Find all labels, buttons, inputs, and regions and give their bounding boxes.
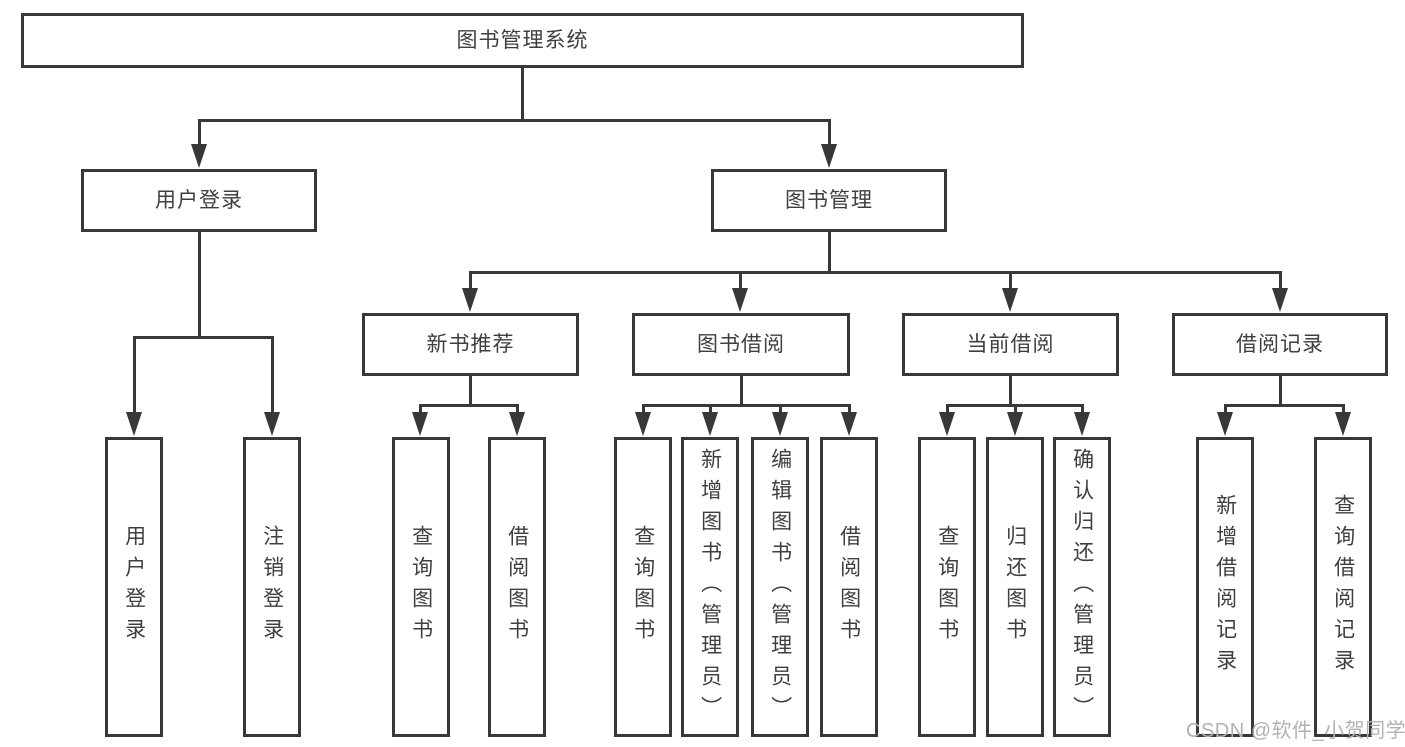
connector-arrowhead-icon <box>191 144 207 168</box>
connector-line <box>1224 404 1227 416</box>
connector-line <box>198 119 201 147</box>
connector-arrowhead-icon <box>412 412 428 436</box>
connector-line <box>739 271 742 291</box>
connector-line <box>419 404 518 407</box>
leaf-return-book: 归还图书 <box>986 437 1044 737</box>
connector-arrowhead-icon <box>732 288 748 312</box>
leaf-query-book-current: 查询图书 <box>918 437 976 737</box>
connector-line <box>521 66 524 120</box>
node-book-management: 图书管理 <box>711 169 947 232</box>
connector-arrowhead-icon <box>841 412 857 436</box>
leaf-confirm-return-admin: 确认归还（管理员） <box>1053 437 1111 737</box>
watermark: CSDN @软件_小贺同学 <box>1186 720 1405 742</box>
connector-line <box>1009 271 1012 291</box>
connector-line <box>469 271 1281 274</box>
connector-line <box>709 404 712 416</box>
leaf-borrow-book-borrowing: 借阅图书 <box>820 437 878 737</box>
leaf-logout: 注销登录 <box>243 437 301 737</box>
connector-arrowhead-icon <box>126 412 142 436</box>
connector-arrowhead-icon <box>1007 412 1023 436</box>
connector-line <box>469 375 472 405</box>
leaf-query-book-recommend: 查询图书 <box>392 437 450 737</box>
leaf-borrow-book-recommend: 借阅图书 <box>488 437 546 737</box>
connector-arrowhead-icon <box>1272 288 1288 312</box>
node-current-borrowing: 当前借阅 <box>902 313 1119 376</box>
connector-arrowhead-icon <box>1335 412 1351 436</box>
connector-line <box>1009 375 1012 405</box>
connector-arrowhead-icon <box>1217 412 1233 436</box>
leaf-query-book-borrowing: 查询图书 <box>614 437 672 737</box>
connector-arrowhead-icon <box>635 412 651 436</box>
connector-line <box>946 404 949 416</box>
connector-line <box>516 404 519 416</box>
connector-line <box>1279 375 1282 405</box>
connector-arrowhead-icon <box>509 412 525 436</box>
connector-line <box>828 119 831 147</box>
connector-arrowhead-icon <box>264 412 280 436</box>
connector-arrowhead-icon <box>1074 412 1090 436</box>
connector-arrowhead-icon <box>821 144 837 168</box>
leaf-edit-book-admin: 编辑图书（管理员） <box>751 437 809 737</box>
connector-arrowhead-icon <box>1002 288 1018 312</box>
connector-line <box>1081 404 1084 416</box>
connector-line <box>198 231 201 337</box>
leaf-add-book-admin: 新增图书（管理员） <box>681 437 739 737</box>
connector-line <box>133 336 136 414</box>
connector-line <box>740 375 743 405</box>
connector-line <box>642 404 645 416</box>
connector-arrowhead-icon <box>702 412 718 436</box>
connector-line <box>848 404 851 416</box>
connector-line <box>419 404 422 416</box>
connector-line <box>469 271 472 291</box>
connector-line <box>1224 404 1345 407</box>
connector-line <box>779 404 782 416</box>
node-new-book-recommendation: 新书推荐 <box>362 313 579 376</box>
connector-arrowhead-icon <box>939 412 955 436</box>
node-book-borrowing: 图书借阅 <box>632 313 850 376</box>
connector-line <box>1014 404 1017 416</box>
connector-line <box>133 336 273 339</box>
connector-line <box>1342 404 1345 416</box>
node-library-management-system: 图书管理系统 <box>21 13 1024 68</box>
connector-arrowhead-icon <box>462 288 478 312</box>
connector-line <box>198 119 831 122</box>
node-user-login: 用户登录 <box>81 169 317 232</box>
connector-line <box>642 404 850 407</box>
leaf-query-borrow-record: 查询借阅记录 <box>1314 437 1372 737</box>
connector-line <box>271 336 274 414</box>
connector-line <box>1279 271 1282 291</box>
node-borrowing-records: 借阅记录 <box>1172 313 1388 376</box>
leaf-user-login: 用户登录 <box>105 437 163 737</box>
connector-line <box>828 231 831 273</box>
leaf-add-borrow-record: 新增借阅记录 <box>1196 437 1254 737</box>
connector-arrowhead-icon <box>772 412 788 436</box>
